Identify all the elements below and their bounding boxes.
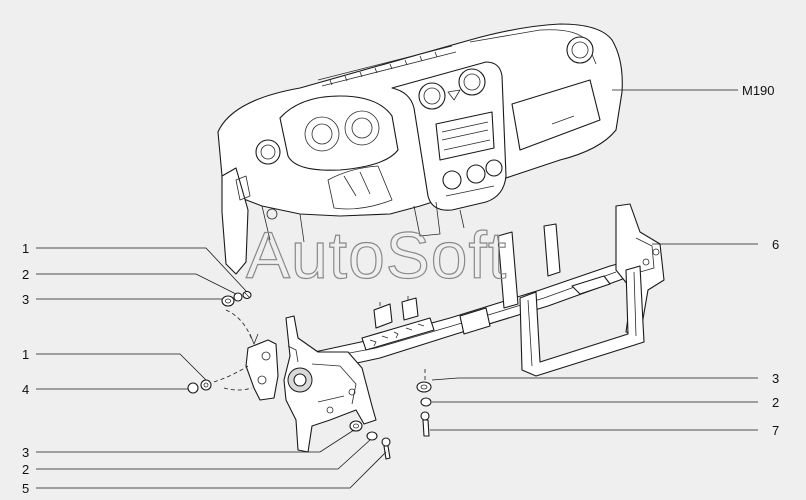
label-bottom-2: 2 bbox=[22, 462, 29, 477]
label-left-1a: 1 bbox=[22, 241, 29, 256]
label-right-6: 6 bbox=[772, 237, 779, 252]
dashboard-drawing bbox=[217, 23, 738, 275]
label-bottom-3: 3 bbox=[22, 445, 29, 460]
label-bottom-5: 5 bbox=[22, 481, 29, 496]
label-left-3: 3 bbox=[22, 292, 29, 307]
watermark-text: AutoSoft bbox=[246, 218, 507, 292]
leader-lines bbox=[36, 243, 758, 489]
label-m190: M190 bbox=[742, 83, 775, 98]
callout-labels: M190 1 2 3 1 4 3 2 5 6 3 2 7 bbox=[22, 83, 779, 496]
label-right-2: 2 bbox=[772, 395, 779, 410]
label-left-1b: 1 bbox=[22, 347, 29, 362]
label-left-4: 4 bbox=[22, 382, 29, 397]
label-right-7: 7 bbox=[772, 423, 779, 438]
label-left-2: 2 bbox=[22, 267, 29, 282]
cross-car-beam bbox=[213, 203, 665, 453]
label-right-3: 3 bbox=[772, 371, 779, 386]
